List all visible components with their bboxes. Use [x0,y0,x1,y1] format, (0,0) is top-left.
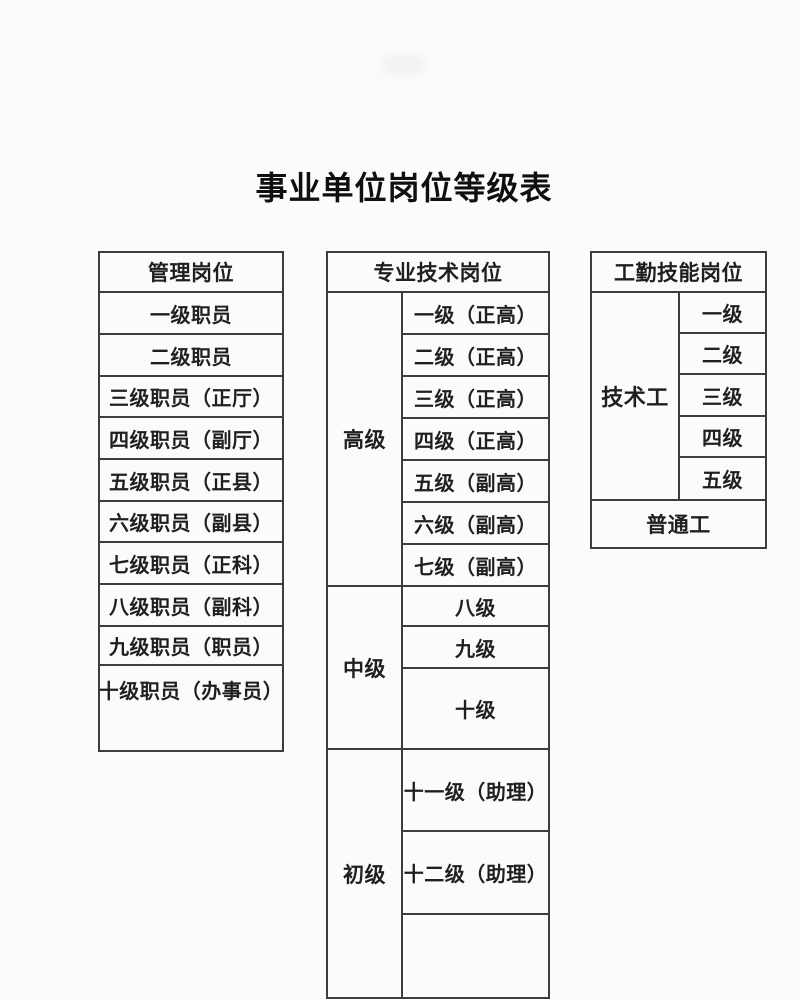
professional-table: 专业技术岗位 高级 一级（正高） 二级（正高） 三级（正高） 四级（正高） 五级… [326,251,550,999]
worker-header: 工勤技能岗位 [592,253,765,293]
table-row: 三级职员（正厅） [100,377,282,418]
table-row: 十级 [455,700,496,722]
table-row: 二级（正高） [403,335,548,377]
page-title: 事业单位岗位等级表 [255,170,553,206]
table-row: 四级（正高） [403,419,548,461]
table-row: 九级职员（职员） [100,627,282,666]
group-label-junior: 初级 [328,750,403,997]
table-row: 一级（正高） [403,293,548,335]
table-row: 十一级（助理） [403,750,548,832]
skilled-worker-section: 技术工 一级 二级 三级 四级 五级 [592,293,765,501]
table-row: 三级 [680,375,765,417]
table-row: 二级职员 [100,335,282,377]
table-row: 四级职员（副厅） [100,418,282,460]
table-row: 五级 [702,470,743,492]
table-row: 二级 [680,334,765,375]
table-row: 九级 [403,627,548,669]
table-row: 八级职员（副科） [100,585,282,627]
worker-table: 工勤技能岗位 技术工 一级 二级 三级 四级 五级 普通工 [590,251,767,549]
table-row: 一级 [680,293,765,334]
management-header: 管理岗位 [100,253,282,293]
table-row: 五级职员（正县） [100,460,282,502]
table-row: 四级 [680,417,765,458]
table-row: 七级（副高） [414,556,537,579]
faint-watermark [383,55,425,75]
table-row: 七级职员（正科） [100,543,282,585]
table-row: 八级 [403,587,548,627]
table-row: 五级（副高） [403,461,548,503]
table-row: 三级（正高） [403,377,548,419]
table-row: 一级职员 [100,293,282,335]
table-row: 十级职员（办事员） [98,681,284,703]
intermediate-section: 中级 八级 九级 十级 [328,587,548,750]
table-row: 六级（副高） [403,503,548,545]
group-label-intermediate: 中级 [328,587,403,748]
ordinary-worker-row: 普通工 [646,514,711,537]
junior-section: 初级 十一级（助理） 十二级（助理） [328,750,548,997]
table-row: 六级职员（副县） [100,502,282,543]
table-row [403,915,548,997]
table-row: 十二级（助理） [403,832,548,915]
senior-section: 高级 一级（正高） 二级（正高） 三级（正高） 四级（正高） 五级（副高） 六级… [328,293,548,587]
group-label-skilled-worker: 技术工 [592,293,680,499]
group-label-senior: 高级 [328,293,403,585]
professional-header: 专业技术岗位 [328,253,548,293]
management-table: 管理岗位 一级职员 二级职员 三级职员（正厅） 四级职员（副厅） 五级职员（正县… [98,251,284,752]
